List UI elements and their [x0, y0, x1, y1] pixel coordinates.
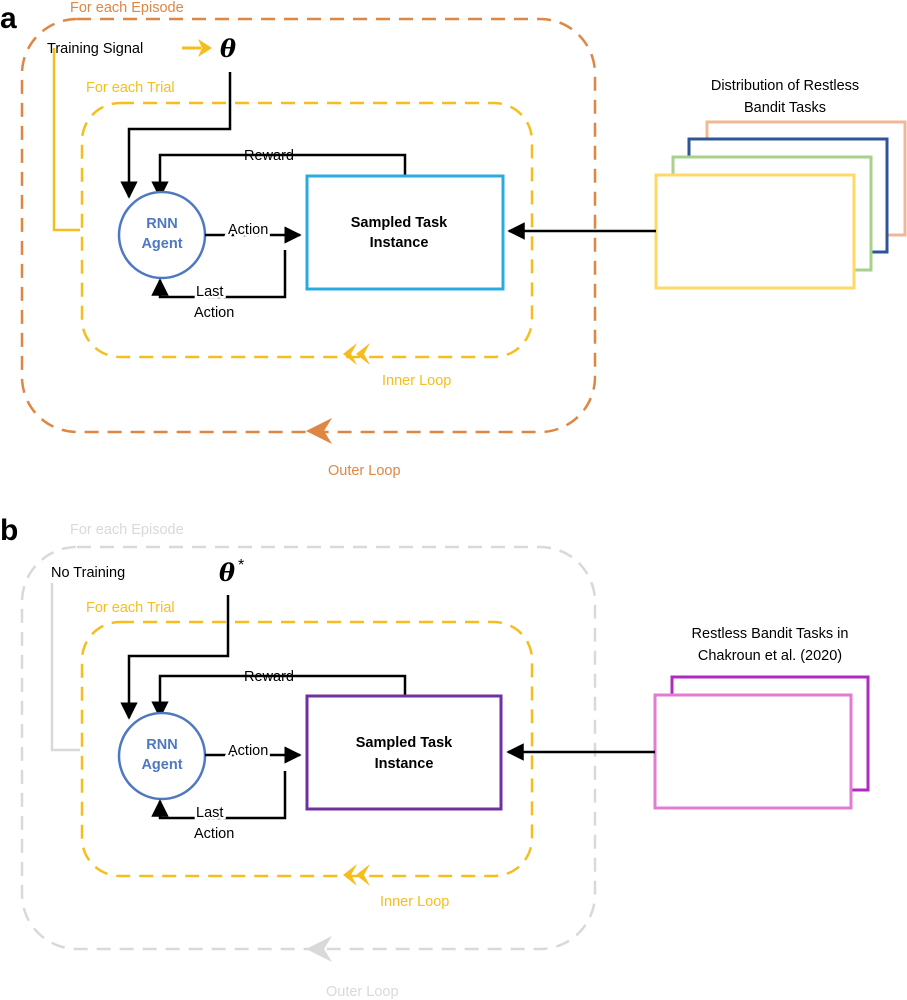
- trial-label-b: For each Trial: [86, 600, 175, 616]
- paper-tasks-label-line1: Restless Bandit Tasks in: [692, 626, 849, 642]
- reward-label-b: Reward: [244, 669, 294, 685]
- panel-b: b For each Episode No Training θ * For e…: [0, 514, 870, 1000]
- episode-label-faded: For each Episode: [70, 522, 184, 538]
- rnn-agent-node-b: [117, 711, 207, 801]
- inner-loop-arrow-icon-b: [343, 864, 357, 886]
- action-label-b: Action: [228, 743, 268, 759]
- task-card-yellow: [654, 173, 856, 290]
- sampled-task-label-line1: Sampled Task: [351, 215, 448, 231]
- panel-a-letter: a: [0, 2, 17, 35]
- reward-label: Reward: [244, 148, 294, 164]
- last-action-label-b-line1: Last: [196, 805, 223, 821]
- action-label: Action: [228, 222, 268, 238]
- trial-loop-boundary-b: [80, 620, 534, 878]
- inner-loop-label-b: Inner Loop: [380, 894, 449, 910]
- sampled-task-box-b: [305, 694, 503, 811]
- last-action-label-line1: Last: [196, 284, 223, 300]
- outer-loop-label: Outer Loop: [328, 463, 401, 479]
- sampled-task-box: [305, 174, 505, 291]
- paper-task-card-pink: [653, 693, 853, 810]
- theta-star-superscript: *: [238, 557, 244, 574]
- trial-label: For each Trial: [86, 80, 175, 96]
- no-training-label: No Training: [51, 565, 125, 581]
- agent-label-line1: RNN: [146, 216, 177, 232]
- last-action-arrow-b: [151, 771, 287, 820]
- episode-loop-boundary: [20, 17, 597, 434]
- theta-to-agent-arrow: [120, 72, 232, 199]
- last-action-arrow: [151, 250, 287, 299]
- sampled-task-label-line2: Instance: [370, 235, 429, 251]
- no-training-path: [50, 583, 80, 752]
- outer-loop-label-faded: Outer Loop: [326, 984, 399, 1000]
- inner-loop-arrow-icon: [343, 343, 357, 365]
- trial-loop-boundary: [80, 101, 534, 359]
- training-arrow-icon: [198, 39, 212, 57]
- reward-arrow: [151, 153, 407, 199]
- paper-tasks-label-line2: Chakroun et al. (2020): [698, 648, 842, 664]
- theta-symbol: θ: [220, 34, 236, 63]
- last-action-label-line2: Action: [194, 305, 234, 321]
- agent-label-b-line2: Agent: [141, 757, 182, 773]
- episode-label: For each Episode: [70, 0, 184, 16]
- inner-loop-label: Inner Loop: [382, 373, 451, 389]
- theta-star-to-agent-arrow: [120, 595, 230, 720]
- training-signal-path: [52, 48, 80, 232]
- distribution-label-line1: Distribution of Restless: [711, 78, 859, 94]
- distribution-label-line2: Bandit Tasks: [744, 100, 826, 116]
- outer-loop-arrow-icon-faded: [306, 936, 332, 962]
- inner-loop-arrow-icon-b-2: [356, 864, 370, 886]
- panel-a: a For each Episode Training Signal θ For…: [0, 0, 907, 479]
- sampled-task-label-b-line1: Sampled Task: [356, 735, 453, 751]
- agent-label-b-line1: RNN: [146, 737, 177, 753]
- last-action-label-b-line2: Action: [194, 826, 234, 842]
- agent-label-line2: Agent: [141, 236, 182, 252]
- theta-star-symbol: θ: [219, 558, 235, 587]
- inner-loop-arrow-icon-2: [356, 343, 370, 365]
- rnn-agent-node: [117, 190, 207, 280]
- sampled-task-label-b-line2: Instance: [375, 756, 434, 772]
- training-signal-label: Training Signal: [47, 41, 143, 57]
- panel-b-letter: b: [0, 514, 18, 547]
- outer-loop-arrow-icon: [306, 418, 332, 444]
- reward-arrow-b: [151, 674, 407, 719]
